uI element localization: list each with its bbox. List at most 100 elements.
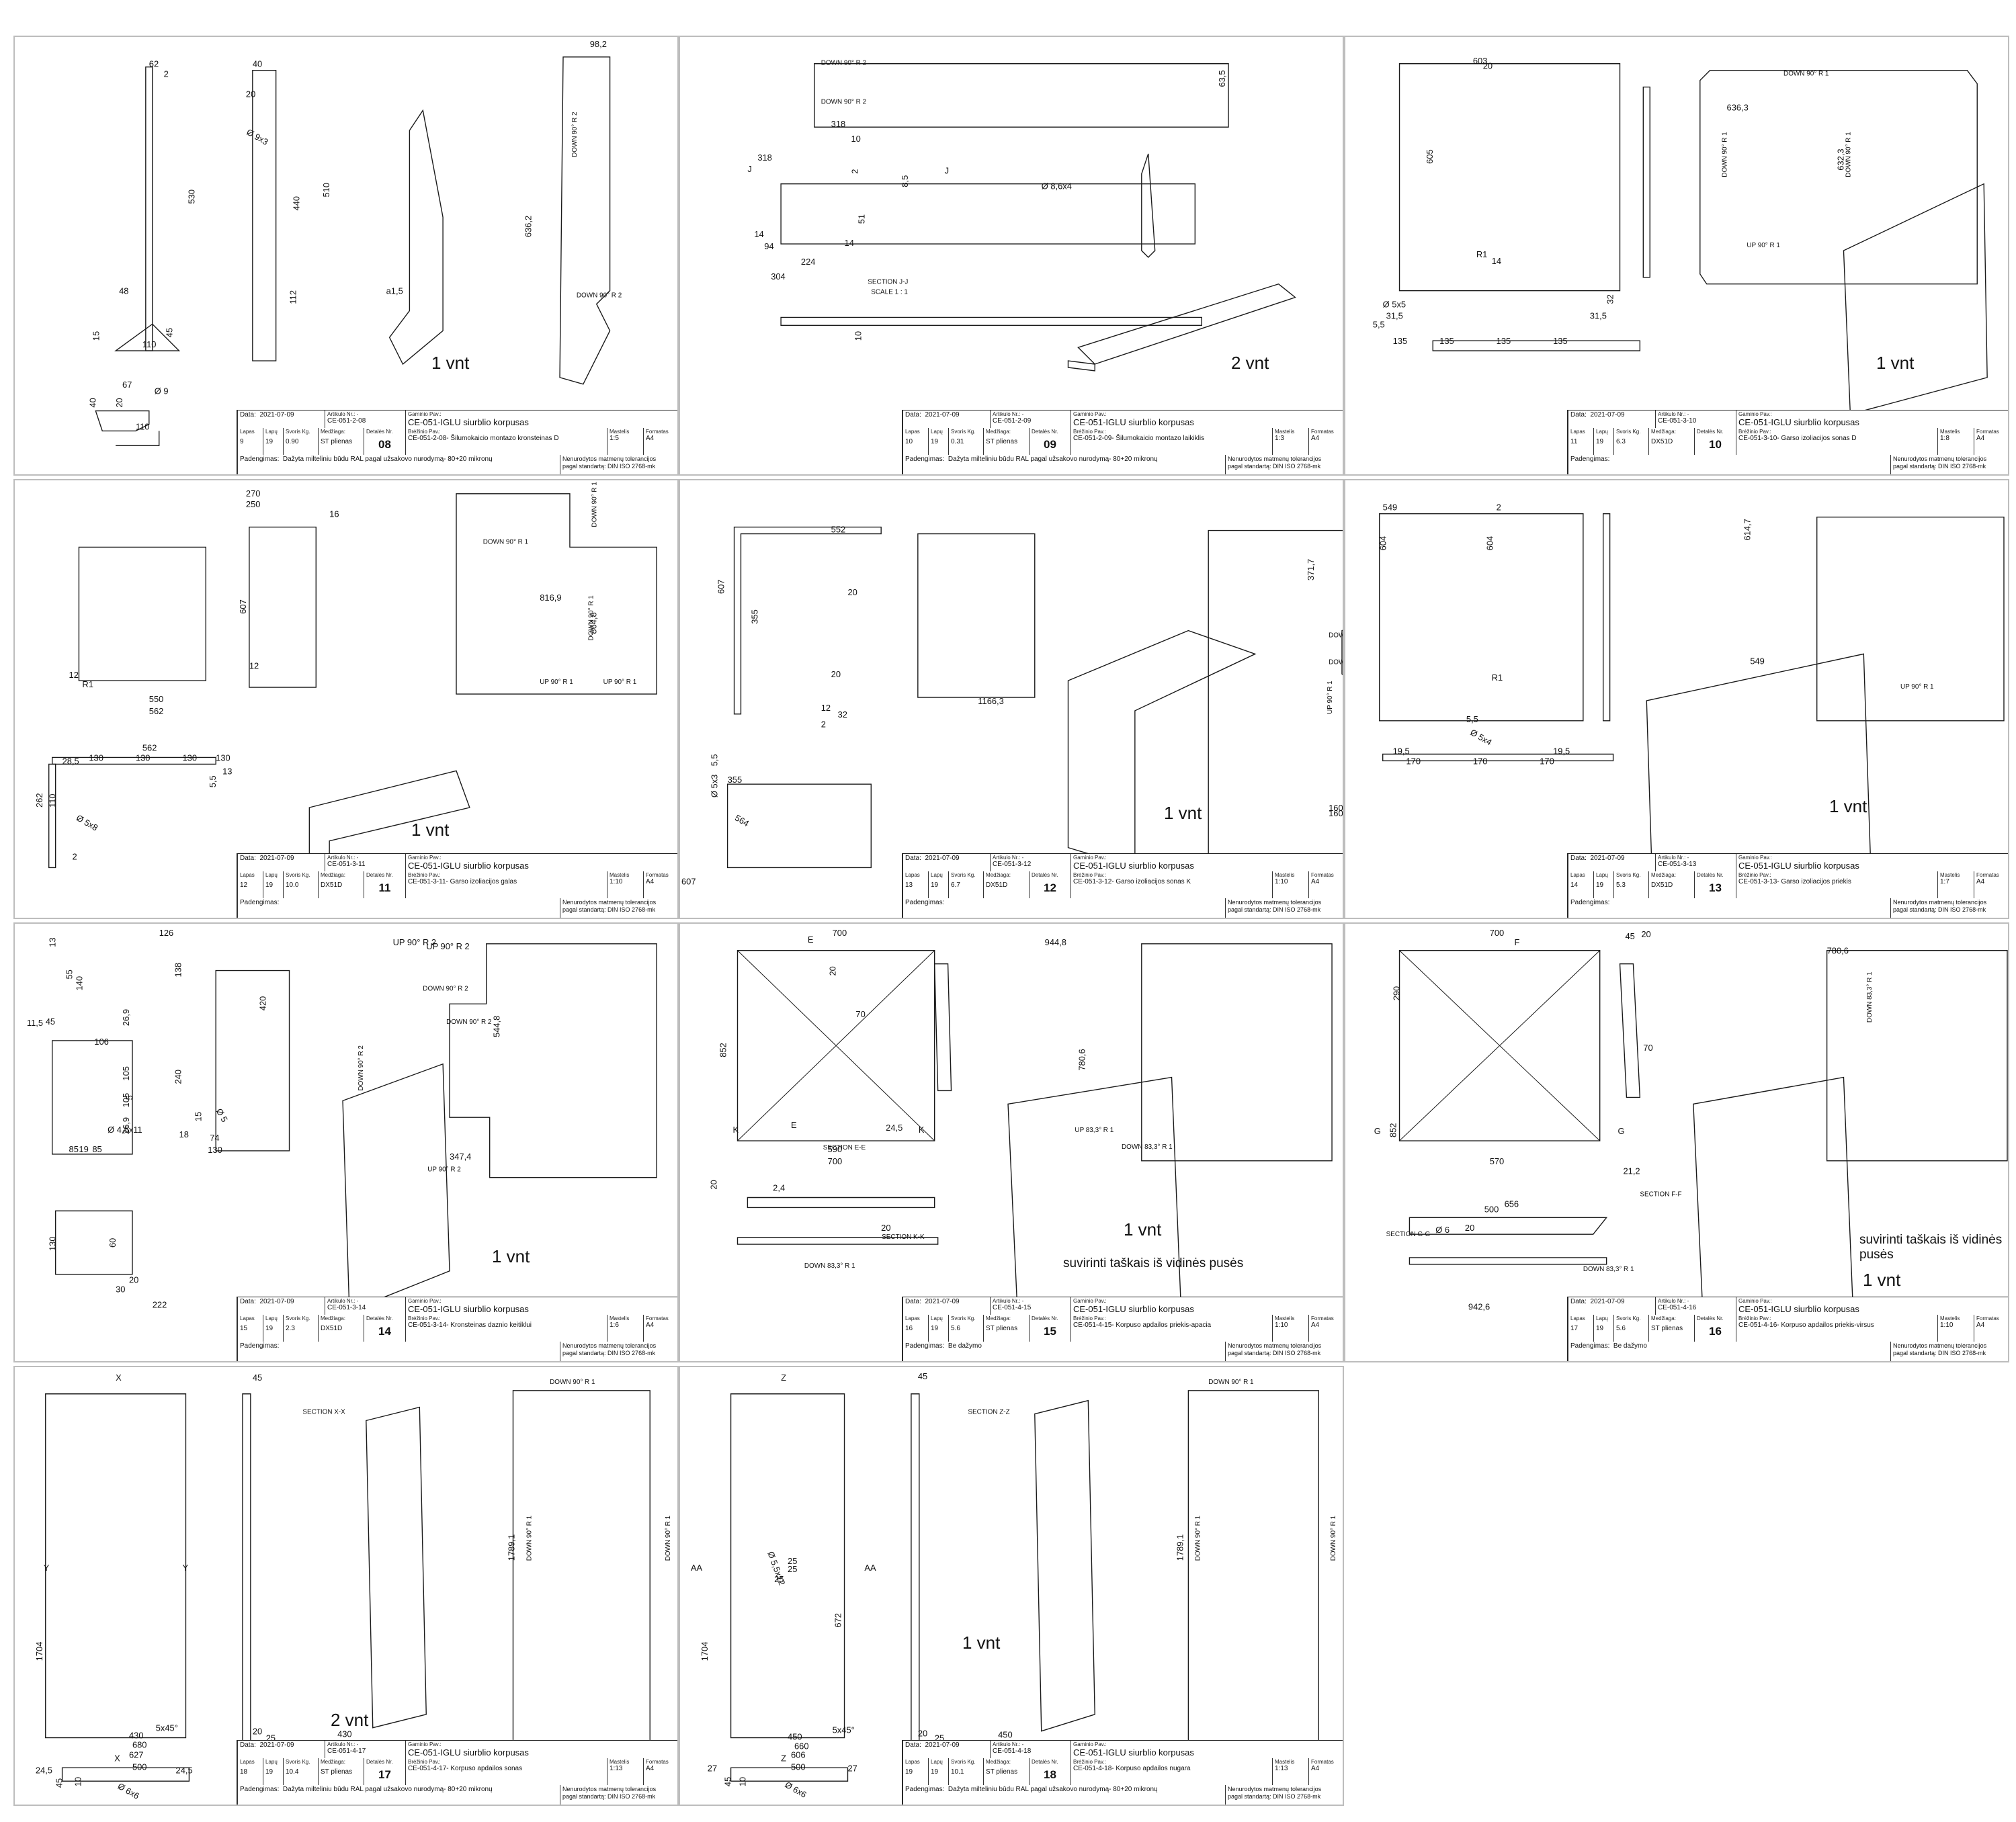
dimension-label: Y <box>44 1563 50 1573</box>
dimension-label: 32 <box>1605 294 1615 304</box>
part-outline-group <box>1398 63 1988 415</box>
sheet-total: 19 <box>928 881 948 898</box>
article-cell: Artikulo Nr.: -CE-051-4-16 <box>1655 1297 1736 1315</box>
sheet-number: 15 <box>237 1324 263 1342</box>
dimension-label: 5x45° <box>156 1723 178 1733</box>
date-cell: Data: 2021-07-09 <box>237 854 325 871</box>
coating-cell: Padengimas: Dažyta milteliniu būdu RAL p… <box>237 1785 560 1805</box>
sheet-number: 13 <box>902 881 928 898</box>
material-value: ST plienas <box>318 437 364 455</box>
article-cell: Artikulo Nr.: -CE-051-4-18 <box>990 1741 1070 1758</box>
weight-value: 5.3 <box>1613 881 1648 898</box>
dimension-label: 627 <box>129 1749 144 1760</box>
dimension-label: 14 <box>754 229 763 239</box>
detail-header: Detalės Nr. <box>1694 871 1736 881</box>
dimension-label: E <box>791 1120 797 1130</box>
dimension-label: 62 <box>149 59 159 69</box>
dimension-label: 20 <box>253 1727 262 1737</box>
dimension-label: 40 <box>253 59 262 69</box>
dimension-label: Ø 9x3 <box>245 127 269 147</box>
dimension-label: 355 <box>749 609 759 624</box>
dimension-label: 31,5 <box>1590 310 1607 320</box>
material-header: Medžiaga: <box>983 428 1029 437</box>
dimension-label: 2 <box>849 169 859 174</box>
dimension-label: K <box>733 1125 739 1135</box>
quantity-label: 1 vnt <box>1863 1270 1901 1290</box>
dimension-label: DOWN 83,3° R 1 <box>1866 971 1874 1023</box>
dimension-label: 530 <box>186 189 196 204</box>
detail-header: Detalės Nr. <box>1029 1758 1070 1768</box>
dimension-label: 40 <box>87 398 97 407</box>
dimension-label: DOWN 90° R 1 <box>665 1515 672 1561</box>
material-header: Medžiaga: <box>983 871 1029 881</box>
lapas-header: Lapas <box>237 1758 263 1768</box>
dimension-label: 112 <box>288 290 298 304</box>
dimension-label: J <box>945 166 949 176</box>
dimension-label: 5,5 <box>208 775 218 787</box>
dimension-label: DOWN 90° R 1 <box>526 1515 533 1561</box>
sheet-total: 19 <box>1593 437 1613 455</box>
dimension-label: 135 <box>1553 336 1568 346</box>
dimension-label: 45 <box>918 1371 927 1381</box>
dimension-label: 607 <box>681 876 696 886</box>
dimension-label: 5,5 <box>1373 319 1385 329</box>
dimension-label: 318 <box>831 119 846 129</box>
dimension-label: Ø 6x6 <box>116 1781 141 1801</box>
dimension-label: 606 <box>791 1749 806 1760</box>
coating-cell: Padengimas: <box>902 898 1225 918</box>
dimension-label: 347,4 <box>450 1152 471 1162</box>
detail-header: Detalės Nr. <box>1029 428 1070 437</box>
dimension-label: 20 <box>828 966 838 975</box>
sheet-total: 19 <box>1593 881 1613 898</box>
dimension-label: 45 <box>1625 931 1634 941</box>
product-cell: Gaminio Pav.:CE-051-IGLU siurblio korpus… <box>1070 1297 1343 1315</box>
dimension-label: 20 <box>831 669 841 679</box>
dimension-label: DOWN 90° R 1 <box>588 595 595 641</box>
dimension-label: 549 <box>1750 656 1765 666</box>
lapas-header: Lapas <box>237 428 263 437</box>
svoris-header: Svoris Kg. <box>283 428 318 437</box>
dimension-label: 430 <box>337 1729 352 1739</box>
material-header: Medžiaga: <box>1648 871 1694 881</box>
coating-cell: Padengimas: Be dažymo <box>902 1342 1225 1361</box>
dimension-label: UP 90° R 1 <box>1747 242 1780 249</box>
dimension-label: Ø 5x5 <box>1383 300 1406 310</box>
lapu-header: Lapų <box>928 1758 948 1768</box>
drawing-name-cell: Brėžinio Pav.:CE-051-4-15- Korpuso apdai… <box>1070 1315 1272 1342</box>
coating-cell: Padengimas: <box>1568 898 1890 918</box>
part-outline-group <box>51 943 657 1312</box>
date-cell: Data: 2021-07-09 <box>237 1741 325 1758</box>
product-cell: Gaminio Pav.:CE-051-IGLU siurblio korpus… <box>1070 854 1343 871</box>
dimension-label: 110 <box>48 793 58 808</box>
weight-value: 2.3 <box>283 1324 318 1342</box>
dimension-label: 105 <box>121 1066 131 1081</box>
dimension-label: 130 <box>89 752 103 763</box>
date-cell: Data: 2021-07-09 <box>237 410 325 428</box>
detail-header: Detalės Nr. <box>1694 428 1736 437</box>
product-cell: Gaminio Pav.:CE-051-IGLU siurblio korpus… <box>405 854 677 871</box>
coating-cell: Padengimas: Be dažymo <box>1568 1342 1890 1361</box>
article-cell: Artikulo Nr.: -CE-051-3-13 <box>1655 854 1736 871</box>
weld-note: suvirinti taškais iš vidinės pusės <box>1859 1233 2003 1262</box>
dimension-label: 63,5 <box>1217 70 1227 87</box>
lapas-header: Lapas <box>237 871 263 881</box>
dimension-label: E <box>808 935 814 945</box>
dimension-label: 130 <box>48 1236 58 1251</box>
dimension-label: 450 <box>998 1730 1013 1740</box>
detail-header: Detalės Nr. <box>1029 1315 1070 1324</box>
sheet-number: 14 <box>1568 881 1593 898</box>
dimension-label: UP 90° R 1 <box>540 679 573 686</box>
